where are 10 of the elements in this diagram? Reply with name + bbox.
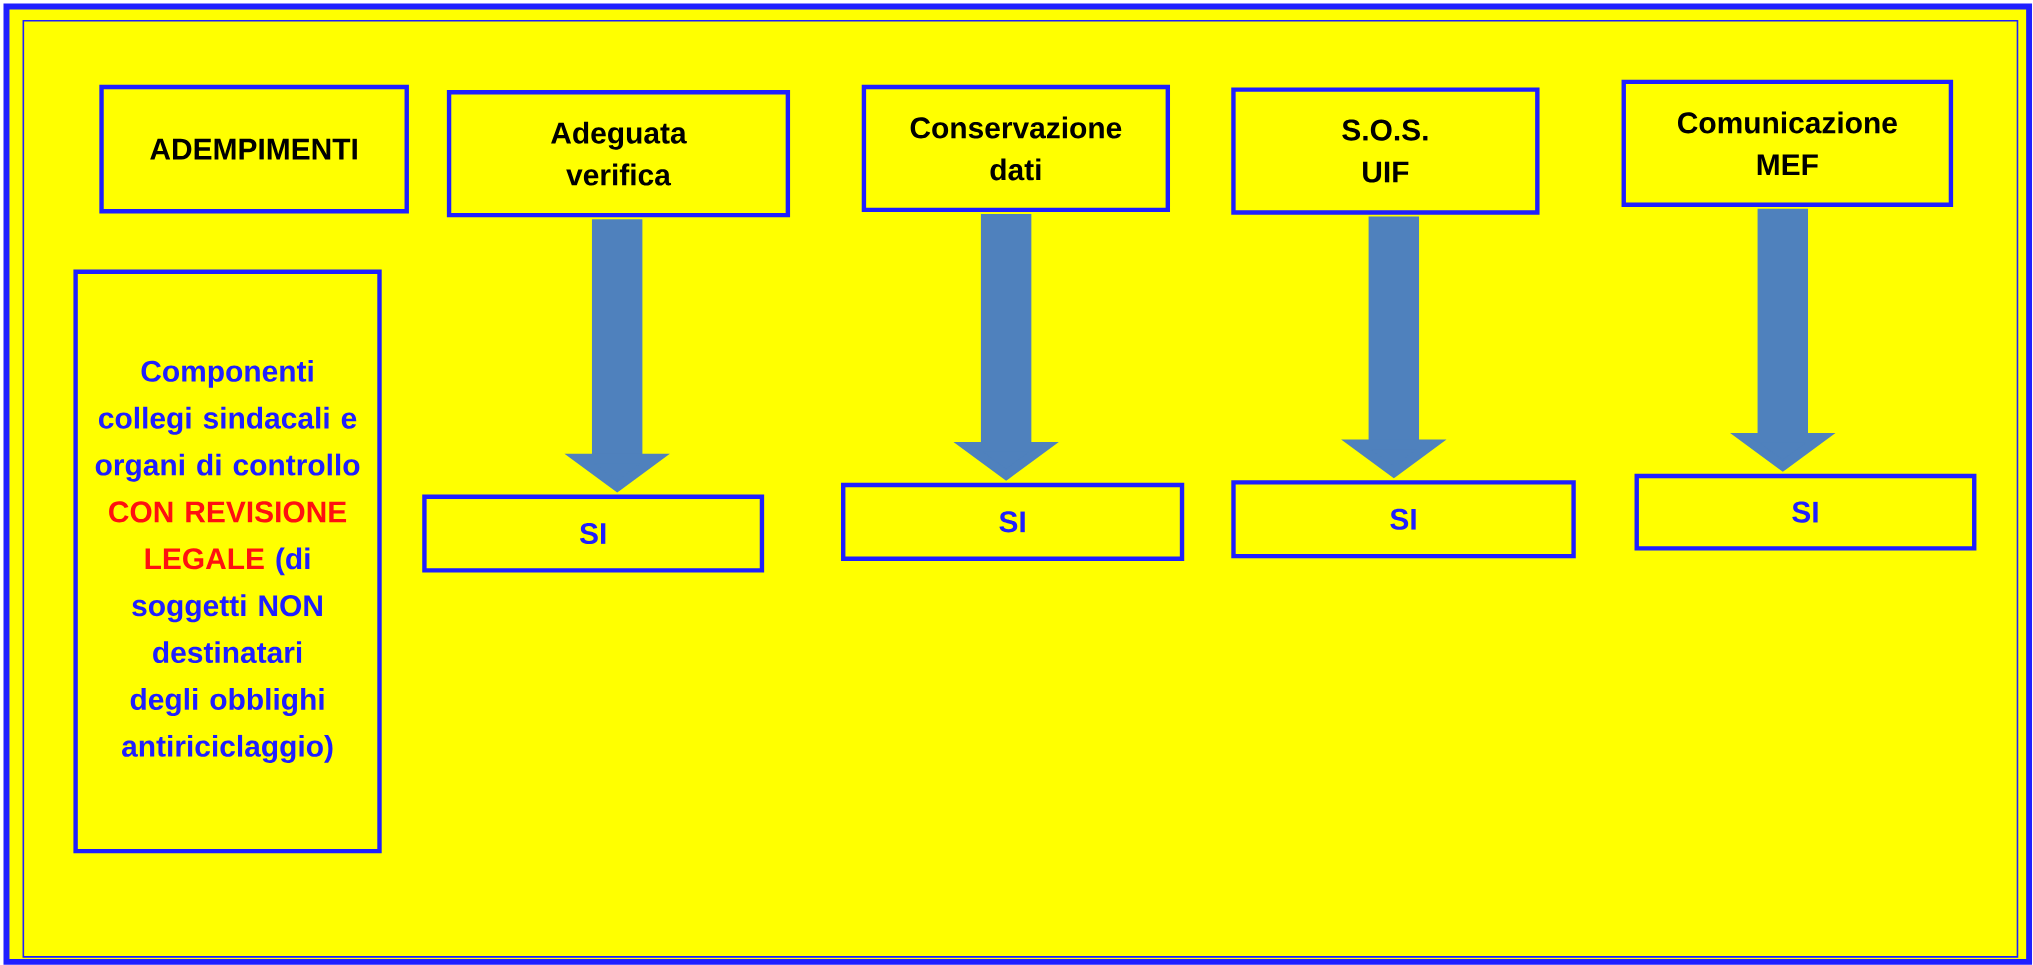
- answer-box: SI: [422, 494, 765, 573]
- category-box: Componenti collegi sindacali e organi di controllo CON REVISIONE LEGALE (di soggetti NON destinatari degli obblighi antiriciclaggio): [73, 269, 382, 854]
- header-box: Conservazione dati: [861, 85, 1170, 213]
- header-box: Comunicazione MEF: [1621, 79, 1954, 208]
- header-box: ADEMPIMENTI: [99, 85, 409, 214]
- header-box: S.O.S. UIF: [1231, 87, 1540, 215]
- header-box: Adeguata verifica: [446, 90, 791, 218]
- answer-box: SI: [841, 483, 1185, 562]
- answer-box: SI: [1231, 480, 1576, 559]
- answer-box: SI: [1634, 473, 1977, 551]
